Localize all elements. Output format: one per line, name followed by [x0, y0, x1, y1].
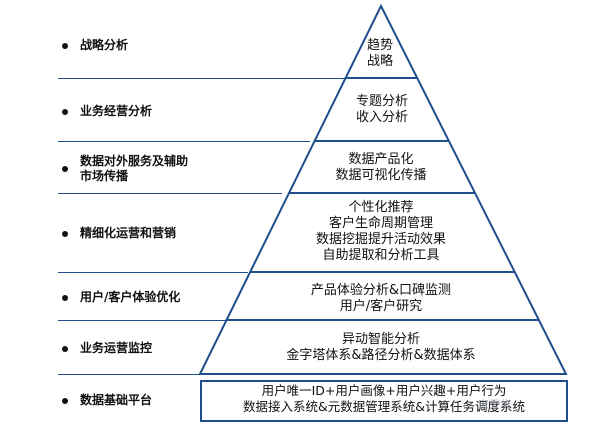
- tier-line: 异动智能分析: [341, 332, 420, 347]
- left-item-strategy: 战略分析: [62, 38, 128, 53]
- separator-line: [58, 78, 358, 79]
- separator-line: [58, 141, 310, 142]
- separator-line: [58, 272, 248, 273]
- left-label-line: 精细化运营和营销: [80, 226, 177, 240]
- left-label-line: 业务运营监控: [80, 341, 153, 355]
- left-label-line: 市场传播: [80, 169, 129, 183]
- tier-4-text: 个性化推荐 客户生命周期管理 数据挖掘提升活动效果 自助提取和分析工具: [281, 200, 481, 264]
- tier-1-text: 趋势 战略: [330, 38, 430, 70]
- left-item-refined-operations: 精细化运营和营销: [62, 226, 176, 241]
- watermark-text: 宋天华: [478, 398, 511, 411]
- tier-line: 数据挖掘提升活动效果: [315, 232, 446, 247]
- left-label: 业务经营分析: [80, 104, 152, 119]
- tier-5-text: 产品体验分析&口碑监测 用户/客户研究: [261, 283, 501, 315]
- left-label: 数据基础平台: [80, 393, 152, 408]
- bullet-icon: [62, 294, 68, 301]
- bullet-icon: [62, 397, 68, 404]
- tier-line: 数据产品化: [348, 152, 414, 167]
- left-item-external-data-service: 数据对外服务及辅助 市场传播: [62, 154, 188, 184]
- tier-7-text: 用户唯一ID+用户画像+用户兴趣+用户行为 数据接入系统&元数据管理系统&计算任…: [200, 383, 568, 415]
- separator-line: [58, 193, 282, 194]
- tier-line: 用户唯一ID+用户画像+用户兴趣+用户行为: [261, 383, 507, 398]
- tier-line: 专题分析: [355, 94, 408, 109]
- pyramid-outline: [198, 3, 568, 375]
- left-label: 战略分析: [80, 38, 128, 53]
- tier-line: 趋势: [366, 38, 393, 53]
- left-item-business-analysis: 业务经营分析: [62, 104, 152, 119]
- bullet-icon: [62, 42, 68, 49]
- left-item-experience-optimization: 用户/客户体验优化: [62, 290, 180, 305]
- tier-line: 战略: [366, 54, 393, 69]
- tier-line: 用户/客户研究: [339, 299, 423, 314]
- tier-line: 个性化推荐: [348, 200, 414, 215]
- left-label: 精细化运营和营销: [80, 226, 176, 241]
- tier-line: 数据可视化传播: [335, 168, 427, 183]
- bullet-icon: [62, 345, 68, 352]
- tier-line: 自助提取和分析工具: [322, 248, 440, 263]
- separator-line: [58, 374, 200, 375]
- left-label: 数据对外服务及辅助 市场传播: [80, 154, 188, 184]
- separator-line: [58, 320, 234, 321]
- tier-line: 产品体验分析&口碑监测: [310, 283, 452, 298]
- left-label-line: 数据基础平台: [80, 393, 153, 407]
- left-item-data-platform: 数据基础平台: [62, 393, 152, 408]
- left-item-operations-monitoring: 业务运营监控: [62, 341, 152, 356]
- tier-line: 客户生命周期管理: [328, 216, 433, 231]
- tier-line: 数据接入系统&元数据管理系统&计算任务调度系统: [243, 399, 525, 414]
- tier-3-text: 数据产品化 数据可视化传播: [296, 152, 466, 184]
- tier-6-text: 异动智能分析 金字塔体系&路径分析&数据体系: [241, 332, 521, 364]
- base-platform-box: [200, 380, 568, 422]
- bullet-icon: [62, 108, 68, 115]
- left-label-line: 业务经营分析: [80, 104, 153, 118]
- bullet-icon: [62, 166, 68, 172]
- bullet-icon: [62, 230, 68, 237]
- left-label-line: 用户/客户体验优化: [80, 290, 181, 304]
- tier-2-text: 专题分析 收入分析: [312, 94, 452, 126]
- left-label: 业务运营监控: [80, 341, 152, 356]
- tier-line: 收入分析: [355, 110, 408, 125]
- left-label-line: 战略分析: [80, 38, 129, 52]
- left-label: 用户/客户体验优化: [80, 290, 180, 305]
- left-label-line: 数据对外服务及辅助: [80, 154, 189, 168]
- tier-line: 金字塔体系&路径分析&数据体系: [286, 348, 476, 363]
